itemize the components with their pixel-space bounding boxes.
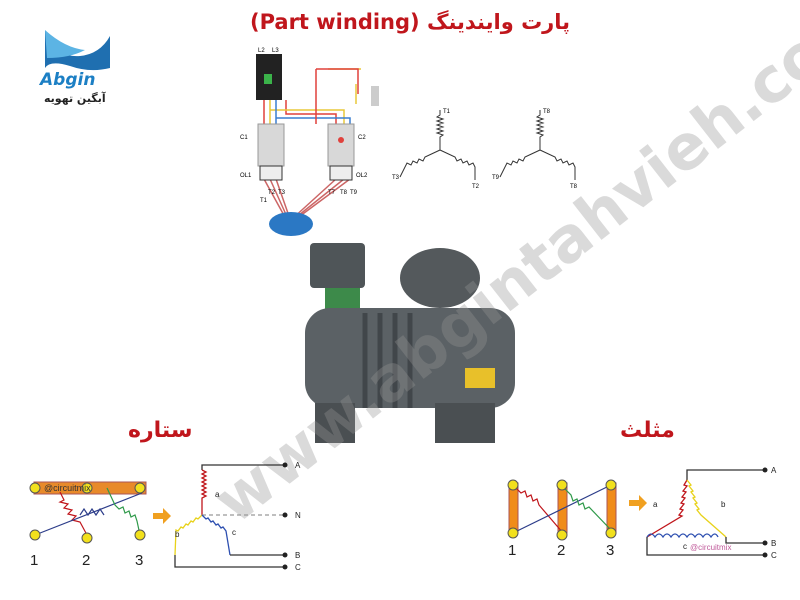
overload-ol1-label: OL1 bbox=[240, 173, 252, 179]
star-terminal-3: 3 bbox=[135, 552, 143, 569]
supply-label-l3: L3 bbox=[272, 48, 279, 54]
contactor-c2 bbox=[327, 123, 355, 167]
logo-subtitle: آبگین تهویه bbox=[44, 92, 106, 105]
star-terminal-1: 1 bbox=[30, 552, 38, 569]
winding-diagrams: T1 T3 T2 T8 T9 T8 bbox=[392, 109, 578, 190]
star-coil-c-label: c bbox=[232, 528, 236, 537]
delta-coil-b-label: b bbox=[721, 500, 726, 509]
terminal-t2: T2 bbox=[268, 190, 276, 196]
delta-line-b: B bbox=[771, 539, 776, 548]
delta-label: مثلث bbox=[620, 418, 675, 443]
arrow-right-icon bbox=[629, 495, 647, 511]
delta-line-a: A bbox=[771, 466, 777, 475]
winding1-top-label: T1 bbox=[443, 109, 451, 115]
contactor-c1-label: C1 bbox=[240, 135, 248, 141]
star-coil-a-label: a bbox=[215, 490, 220, 499]
terminal-t9: T9 bbox=[350, 190, 358, 196]
star-terminal-2: 2 bbox=[82, 552, 90, 569]
star-line-n: N bbox=[295, 511, 301, 520]
terminal-t7: T7 bbox=[328, 190, 336, 196]
page-title: پارت وایندینگ (Part winding) bbox=[249, 10, 571, 34]
delta-terminal-2: 2 bbox=[557, 542, 565, 559]
motor-icon bbox=[269, 212, 313, 236]
overload-ol2-label: OL2 bbox=[356, 173, 368, 179]
contactor-c2-label: C2 bbox=[358, 135, 366, 141]
star-coil-b-label: b bbox=[175, 530, 180, 539]
star-line-b: B bbox=[295, 551, 300, 560]
arrow-right-icon bbox=[153, 508, 171, 524]
contactor-c1 bbox=[257, 123, 285, 167]
delta-connection-diagram: 1 2 3 a b c A B C @circuitmix bbox=[507, 466, 777, 560]
delta-coil-a-label: a bbox=[653, 500, 658, 509]
winding2-left-label: T9 bbox=[492, 175, 500, 181]
star-line-a: A bbox=[295, 461, 301, 470]
delta-credit: @circuitmix bbox=[690, 543, 731, 552]
logo-wave-icon bbox=[45, 30, 110, 71]
delta-coil-c-label: c bbox=[683, 542, 687, 551]
delta-terminal-3: 3 bbox=[606, 542, 614, 559]
winding1-left-label: T3 bbox=[392, 175, 400, 181]
logo-brand: Abgin bbox=[40, 70, 96, 90]
compressor-image bbox=[305, 243, 515, 443]
winding2-right-label: T8 bbox=[570, 184, 578, 190]
star-bar-text: @circuitmix bbox=[44, 483, 91, 493]
terminal-t1: T1 bbox=[260, 198, 268, 204]
winding2-top-label: T8 bbox=[543, 109, 551, 115]
terminal-t3: T3 bbox=[278, 190, 286, 196]
terminal-t8: T8 bbox=[340, 190, 348, 196]
star-connection-diagram: @circuitmix 1 2 3 a b c A N B C bbox=[29, 461, 301, 572]
delta-line-c: C bbox=[771, 551, 777, 560]
star-label: ستاره bbox=[128, 418, 193, 443]
star-line-c: C bbox=[295, 563, 301, 572]
delta-terminal-1: 1 bbox=[508, 542, 516, 559]
supply-label-l2: L2 bbox=[258, 48, 265, 54]
motor-circuit-diagram: L2 L3 C1 C2 OL1 OL2 T1 T2 T3 T7 T8 T9 bbox=[240, 48, 379, 236]
winding1-right-label: T2 bbox=[472, 184, 480, 190]
